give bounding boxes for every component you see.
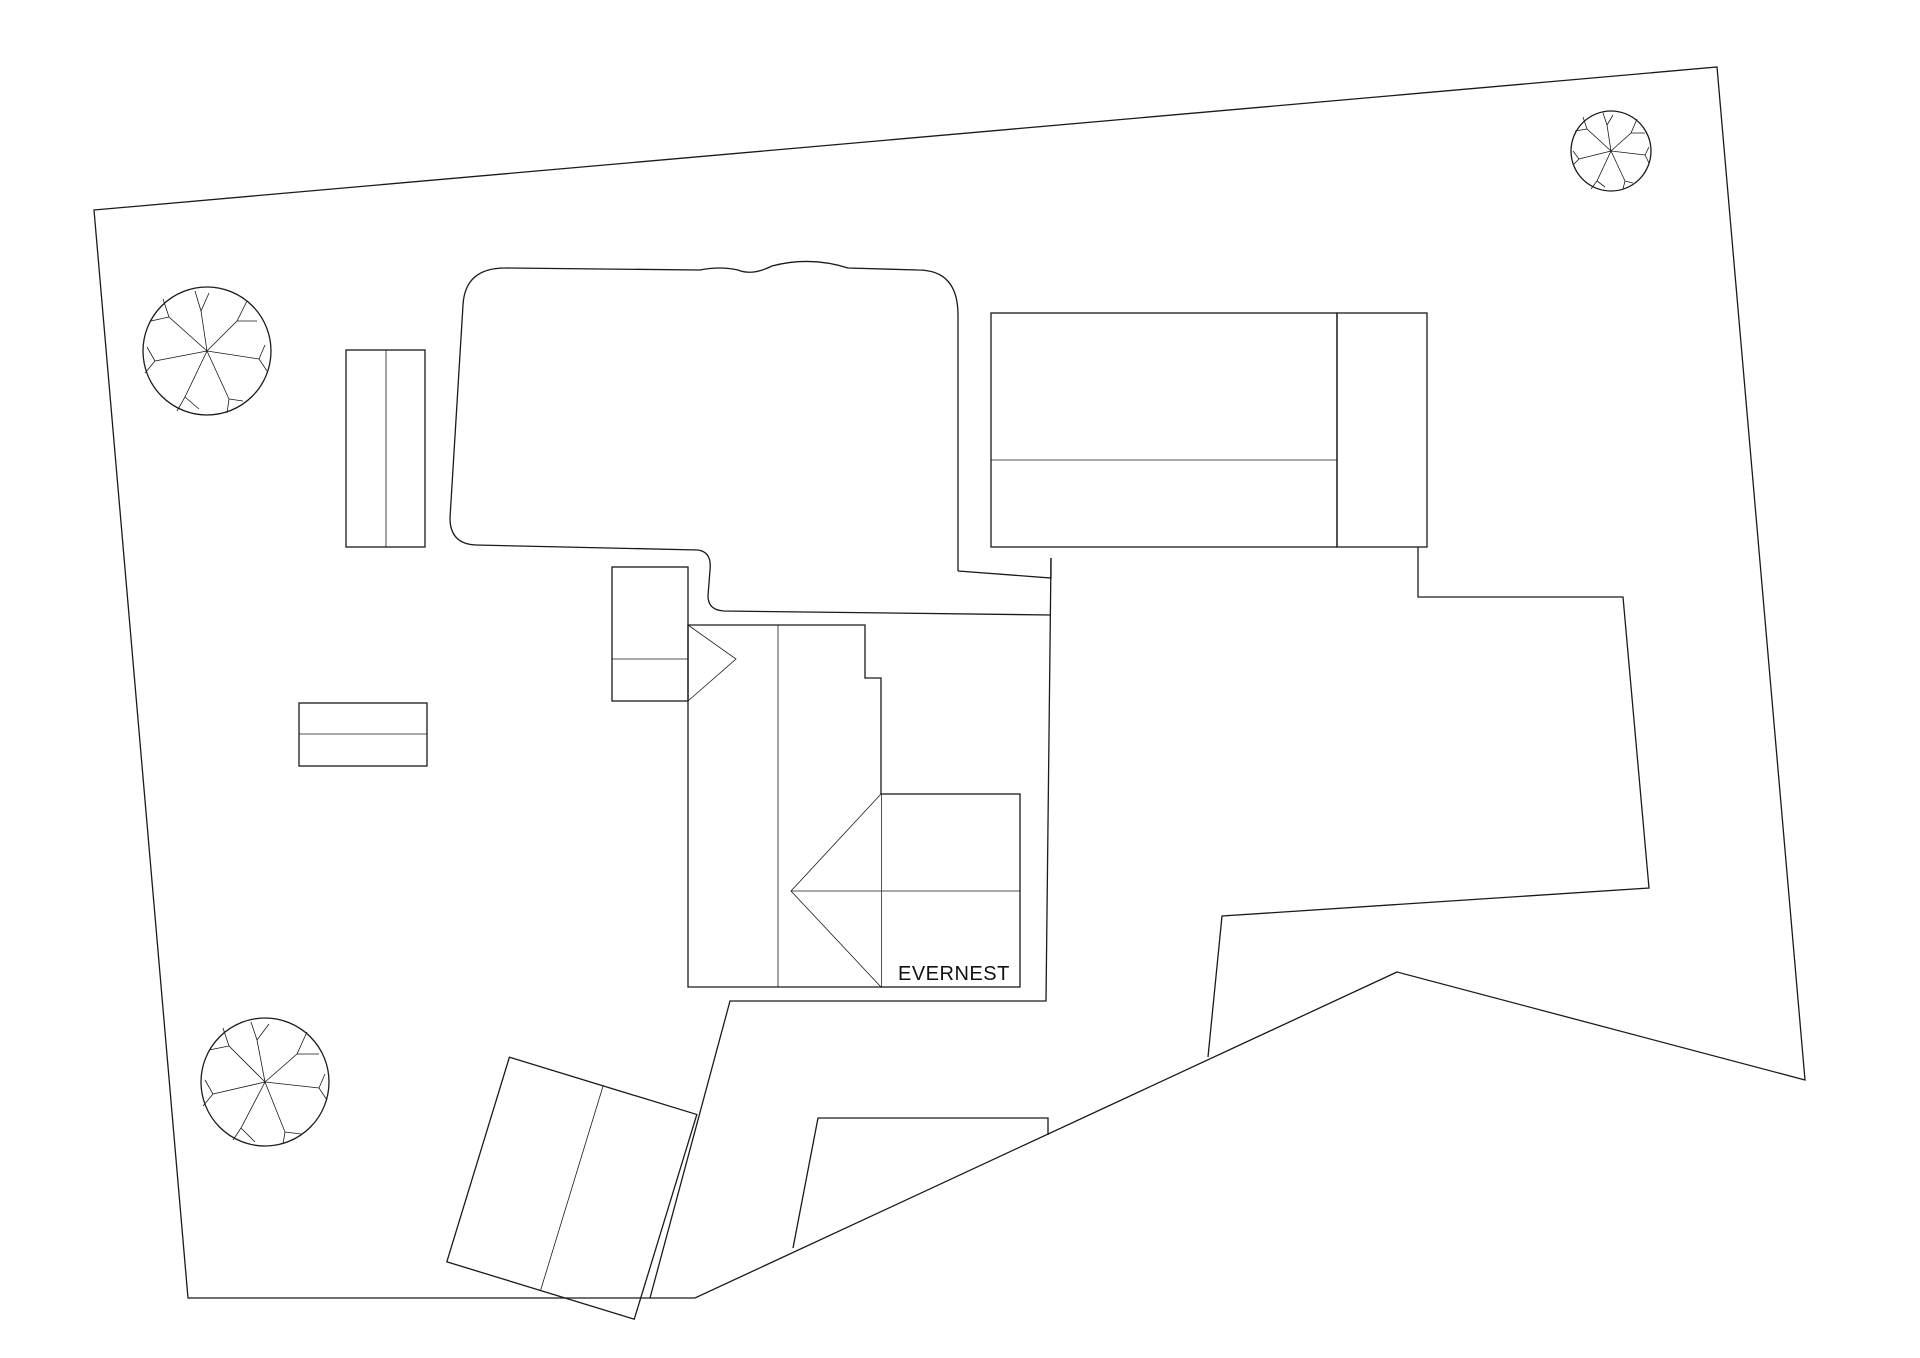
roof-block-2 xyxy=(298,702,428,767)
property-boundary xyxy=(93,66,1806,1299)
roof-block-4 xyxy=(1336,312,1428,548)
roof-block-6 xyxy=(687,624,882,988)
tree-southwest xyxy=(200,1017,330,1147)
roof-block-5 xyxy=(611,566,689,702)
evernest-label: EVERNEST xyxy=(898,963,1010,985)
roof-block-8 xyxy=(446,1056,698,1320)
road-edge xyxy=(957,558,1052,579)
roof-block-3 xyxy=(990,312,1338,548)
driveway-outline xyxy=(649,557,1052,1299)
tree-northeast xyxy=(1570,110,1652,192)
tree-northwest xyxy=(142,286,272,416)
courtyard-area xyxy=(449,260,1052,616)
parking-area-outline xyxy=(792,1117,1049,1249)
east-wing-outline xyxy=(1207,547,1650,1058)
roof-block-7 xyxy=(790,793,1021,988)
roof-block-1 xyxy=(345,349,426,548)
